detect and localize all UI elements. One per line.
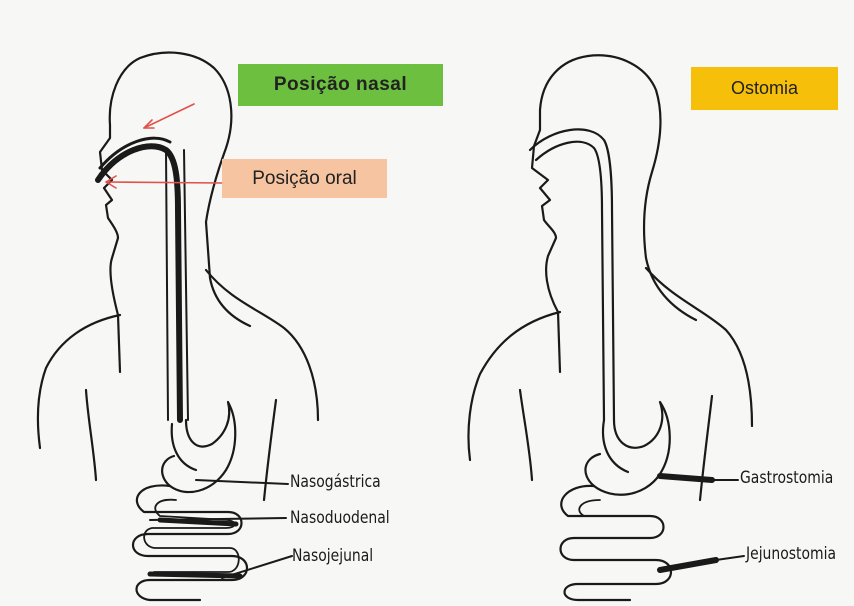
nasal-position-label: Posição nasal: [238, 64, 443, 106]
left-leader-lines: [150, 480, 292, 578]
annotation-nasogastrica: Nasogástrica: [290, 472, 381, 492]
annotation-nasoduodenal: Nasoduodenal: [290, 508, 390, 528]
annotation-jejunostomia: Jejunostomia: [746, 544, 836, 564]
ostomy-tubes: [660, 476, 716, 570]
ostomy-label: Ostomia: [691, 67, 838, 110]
right-body-outline: [468, 55, 752, 500]
annotation-nasojejunal: Nasojejunal: [292, 546, 373, 566]
right-digestive-tract: [530, 129, 671, 600]
oral-position-label: Posição oral: [222, 159, 387, 198]
annotation-gastrostomia: Gastrostomia: [740, 468, 833, 488]
right-leader-lines: [712, 480, 744, 560]
